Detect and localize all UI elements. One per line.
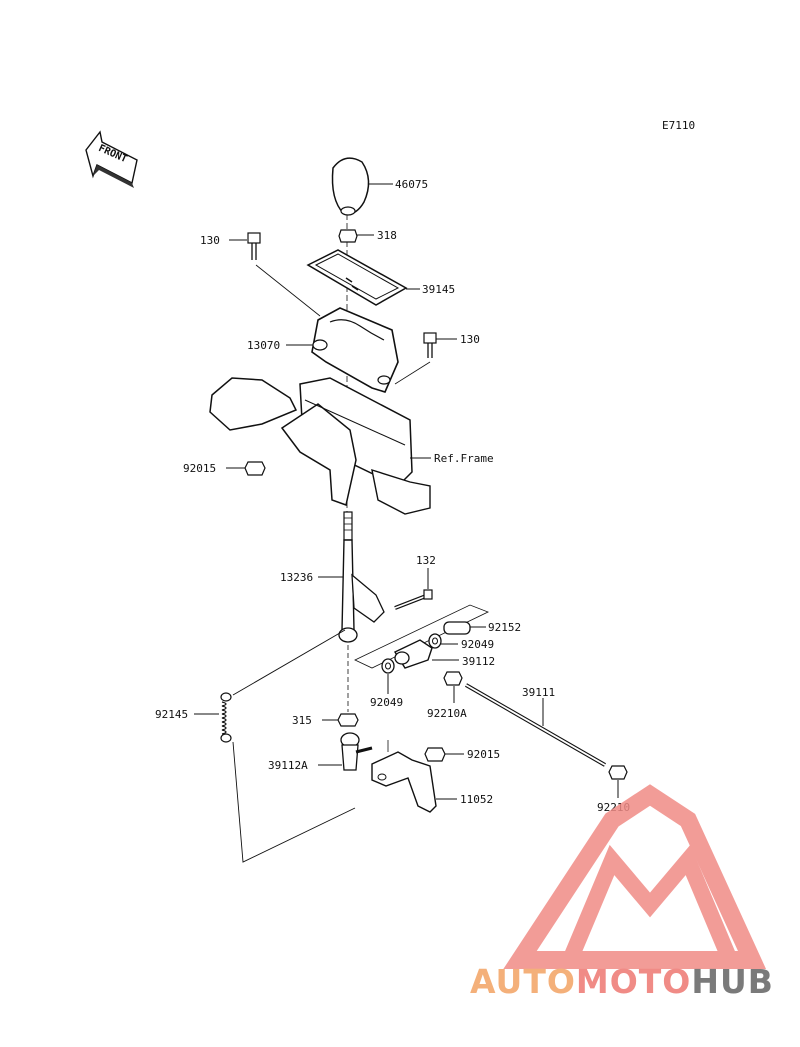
label-ref-frame: Ref.Frame bbox=[434, 452, 494, 465]
joint-39112A bbox=[318, 732, 373, 771]
reference-frame bbox=[209, 377, 431, 515]
label-130-top: 130 bbox=[200, 234, 220, 247]
rod-39111 bbox=[465, 683, 606, 767]
shift-housing bbox=[286, 307, 399, 393]
front-arrow-icon: FRONT bbox=[85, 130, 138, 188]
brand-moto: MOTO bbox=[575, 962, 692, 1001]
label-92210A: 92210A bbox=[427, 707, 467, 720]
label-318: 318 bbox=[377, 229, 397, 242]
nut-92210 bbox=[608, 765, 628, 798]
label-130-right: 130 bbox=[460, 333, 480, 346]
watermark-logo-icon bbox=[503, 784, 767, 969]
spring-92145 bbox=[194, 629, 356, 863]
washer-92049-right bbox=[428, 633, 458, 649]
label-46075: 46075 bbox=[395, 178, 428, 191]
shift-lever bbox=[318, 511, 385, 643]
diagram-code: E7110 bbox=[662, 119, 695, 132]
nut-318 bbox=[338, 229, 374, 243]
bolt-130-top bbox=[229, 232, 321, 317]
label-92049-right: 92049 bbox=[461, 638, 494, 651]
nut-92015-bottom bbox=[424, 747, 464, 762]
brand-auto: AUTO bbox=[470, 962, 576, 1001]
indicator-plate bbox=[306, 249, 420, 306]
label-39112A: 39112A bbox=[268, 759, 308, 772]
nut-92210A bbox=[443, 671, 463, 703]
pin-92152 bbox=[443, 621, 486, 635]
label-39111: 39111 bbox=[522, 686, 555, 699]
label-13070: 13070 bbox=[247, 339, 280, 352]
label-92049-left: 92049 bbox=[370, 696, 403, 709]
shift-knob bbox=[331, 157, 393, 216]
nut-92015-top bbox=[226, 461, 266, 476]
arm-39112 bbox=[393, 639, 459, 669]
nut-315 bbox=[322, 645, 359, 727]
label-39112: 39112 bbox=[462, 655, 495, 668]
label-39145: 39145 bbox=[422, 283, 455, 296]
label-132: 132 bbox=[416, 554, 436, 567]
washer-92049-left bbox=[381, 658, 395, 694]
label-11052: 11052 bbox=[460, 793, 493, 806]
label-92152: 92152 bbox=[488, 621, 521, 634]
watermark-brand: AUTOMOTOHUB bbox=[470, 962, 774, 1001]
bolt-130-right bbox=[394, 332, 457, 385]
label-92015-bottom: 92015 bbox=[467, 748, 500, 761]
brand-hub: HUB bbox=[691, 962, 774, 1001]
label-92145: 92145 bbox=[155, 708, 188, 721]
bolt-132 bbox=[394, 568, 433, 610]
bracket-11052 bbox=[371, 740, 457, 813]
label-13236: 13236 bbox=[280, 571, 313, 584]
label-92015-top: 92015 bbox=[183, 462, 216, 475]
label-315: 315 bbox=[292, 714, 312, 727]
